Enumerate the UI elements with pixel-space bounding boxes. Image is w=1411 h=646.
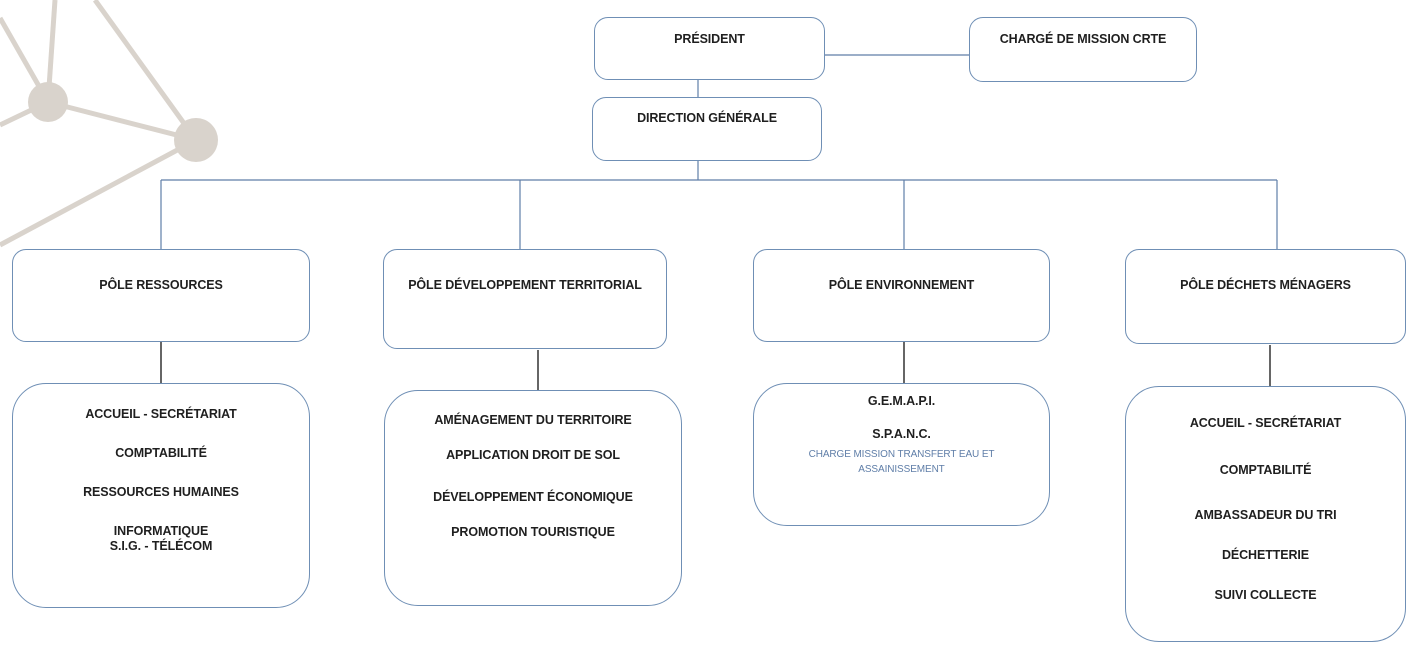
service-item: S.P.A.N.C. <box>872 427 931 441</box>
service-item: AMÉNAGEMENT DU TERRITOIRE <box>434 413 632 427</box>
service-item: SUIVI COLLECTE <box>1214 588 1317 602</box>
direction-generale-label: DIRECTION GÉNÉRALE <box>637 111 777 125</box>
pole-dechets-box: PÔLE DÉCHETS MÉNAGERS <box>1125 249 1406 344</box>
service-item: PROMOTION TOURISTIQUE <box>451 525 615 539</box>
pole-title: PÔLE ENVIRONNEMENT <box>828 278 975 292</box>
service-note: CHARGE MISSION TRANSFERT EAU ET <box>808 449 995 460</box>
service-item: DÉCHETTERIE <box>1221 548 1310 562</box>
decorative-network-motif <box>0 0 218 248</box>
services-ressources-box: ACCUEIL - SECRÉTARIAT COMPTABILITÉ RESSO… <box>12 383 310 608</box>
service-item: COMPTABILITÉ <box>1219 463 1312 477</box>
president-label: PRÉSIDENT <box>674 32 745 46</box>
service-item: DÉVELOPPEMENT ÉCONOMIQUE <box>433 490 633 504</box>
pole-title: PÔLE DÉCHETS MÉNAGERS <box>1180 278 1351 292</box>
pole-ressources-box: PÔLE RESSOURCES <box>12 249 310 342</box>
service-note: ASSAINISSEMENT <box>858 464 945 475</box>
services-developpement-box: AMÉNAGEMENT DU TERRITOIRE APPLICATION DR… <box>384 390 682 606</box>
service-item: G.E.M.A.P.I. <box>867 394 936 408</box>
president-box: PRÉSIDENT <box>594 17 825 80</box>
service-item: COMPTABILITÉ <box>115 446 207 460</box>
direction-generale-box: DIRECTION GÉNÉRALE <box>592 97 822 161</box>
pole-developpement-box: PÔLE DÉVELOPPEMENT TERRITORIAL <box>383 249 667 349</box>
service-item: ACCUEIL - SECRÉTARIAT <box>1189 416 1342 430</box>
pole-environnement-box: PÔLE ENVIRONNEMENT <box>753 249 1050 342</box>
service-item: S.I.G. - TÉLÉCOM <box>109 539 213 553</box>
pole-title: PÔLE DÉVELOPPEMENT TERRITORIAL <box>408 278 642 292</box>
service-item: ACCUEIL - SECRÉTARIAT <box>85 407 237 421</box>
service-item: RESSOURCES HUMAINES <box>83 485 239 499</box>
service-item: INFORMATIQUE <box>113 524 209 538</box>
service-item: APPLICATION DROIT DE SOL <box>446 448 620 462</box>
charge-mission-label: CHARGÉ DE MISSION CRTE <box>999 32 1167 46</box>
charge-mission-box: CHARGÉ DE MISSION CRTE <box>969 17 1197 82</box>
service-item: AMBASSADEUR DU TRI <box>1194 508 1337 522</box>
services-environnement-box: G.E.M.A.P.I. S.P.A.N.C. CHARGE MISSION T… <box>753 383 1050 526</box>
services-dechets-box: ACCUEIL - SECRÉTARIAT COMPTABILITÉ AMBAS… <box>1125 386 1406 642</box>
pole-title: PÔLE RESSOURCES <box>99 278 223 292</box>
